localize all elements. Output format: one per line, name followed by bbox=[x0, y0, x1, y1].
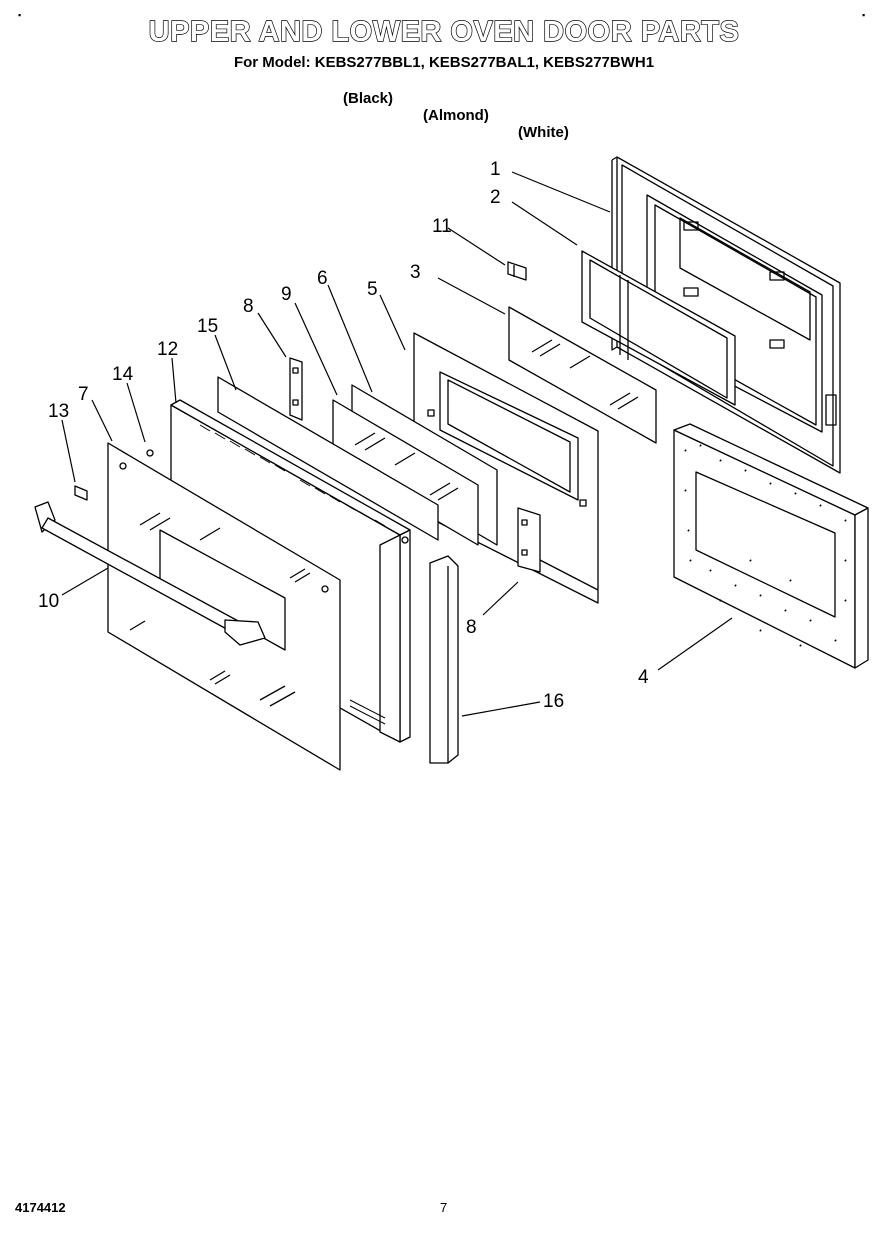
corner-mark-left: ▪ bbox=[18, 10, 22, 20]
callout-10: 10 bbox=[38, 591, 59, 612]
callout-12: 12 bbox=[157, 339, 178, 360]
callout-1: 1 bbox=[490, 159, 501, 180]
page-title: UPPER AND LOWER OVEN DOOR PARTS bbox=[148, 15, 740, 48]
callout-6: 6 bbox=[317, 268, 328, 289]
model-line: For Model: KEBS277BBL1, KEBS277BAL1, KEB… bbox=[233, 54, 655, 71]
color-black: (Black) bbox=[343, 90, 394, 107]
part-16-trim-strip bbox=[429, 555, 459, 764]
part-3-inner-glass bbox=[508, 306, 657, 444]
callout-11: 11 bbox=[432, 216, 452, 237]
part-4-insulation bbox=[673, 423, 869, 669]
part-8-bracket-upper bbox=[289, 357, 303, 421]
leader-lines bbox=[61, 171, 733, 717]
callout-4: 4 bbox=[638, 667, 649, 688]
callout-2: 2 bbox=[490, 187, 501, 208]
callout-15: 15 bbox=[197, 316, 218, 337]
callout-7: 7 bbox=[78, 384, 89, 405]
color-almond: (Almond) bbox=[423, 107, 489, 124]
part-7-outer-glass bbox=[107, 442, 341, 771]
document-number: 4174412 bbox=[15, 1200, 66, 1215]
part-15-heat-shield bbox=[217, 376, 439, 541]
part-2-door-gasket bbox=[581, 250, 736, 406]
part-8-bracket-lower bbox=[517, 507, 541, 573]
part-14-screw bbox=[146, 449, 154, 457]
page-number: 7 bbox=[440, 1200, 448, 1215]
callout-8-lower: 8 bbox=[466, 617, 477, 638]
part-13-handle-bracket bbox=[74, 485, 88, 501]
callout-14: 14 bbox=[112, 364, 134, 385]
part-9-glass bbox=[332, 399, 479, 546]
callout-13: 13 bbox=[48, 401, 69, 422]
callout-8-upper: 8 bbox=[243, 296, 254, 317]
part-10-door-handle bbox=[34, 501, 266, 646]
color-variants: (Black) (Almond) (White) bbox=[343, 73, 569, 141]
callout-16: 16 bbox=[543, 691, 564, 712]
color-white: (White) bbox=[518, 124, 569, 141]
callout-3: 3 bbox=[410, 262, 421, 283]
callout-9: 9 bbox=[281, 284, 292, 305]
part-11-clip bbox=[507, 261, 527, 281]
corner-mark-right: ▪ bbox=[862, 10, 866, 20]
callout-5: 5 bbox=[367, 279, 378, 300]
